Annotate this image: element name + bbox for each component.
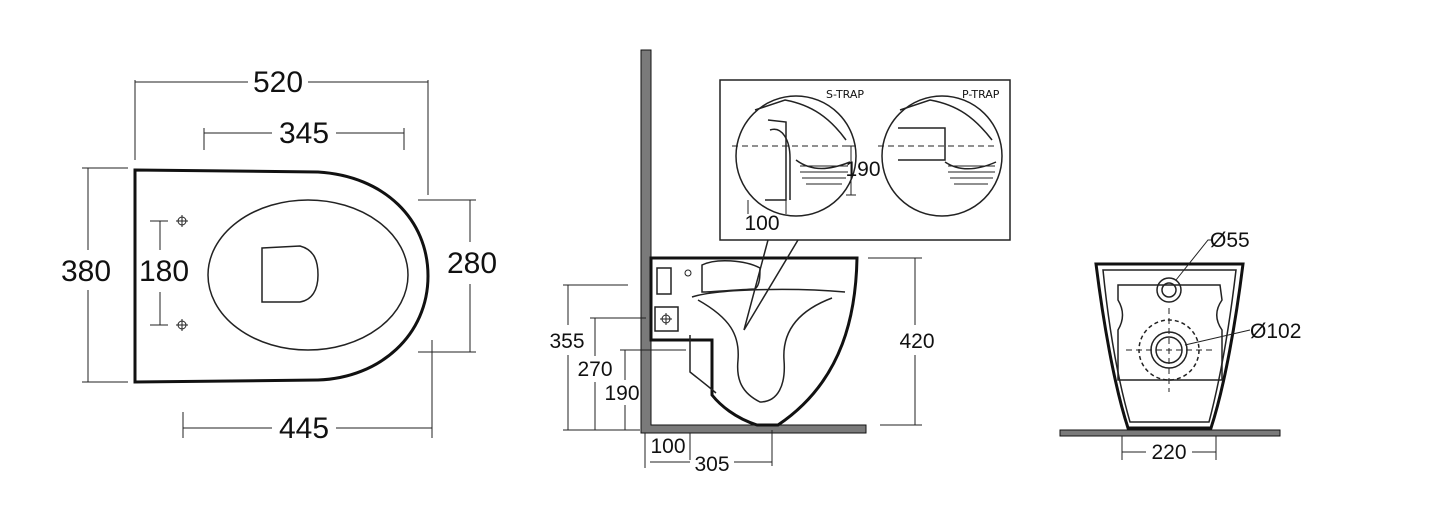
side-view: S-TRAP P-TRAP 190 100 355	[549, 49, 1011, 476]
trap-detail-box	[719, 79, 1011, 241]
wall	[640, 49, 867, 434]
rear-view-inner	[1102, 269, 1237, 423]
dim-d102: Ø102	[1250, 320, 1301, 343]
s-trap-circle	[735, 95, 857, 217]
leader-d102	[1184, 329, 1251, 346]
fixing-point-icon	[684, 269, 692, 277]
flush-valve	[654, 306, 679, 332]
rear-view-body	[1094, 262, 1245, 430]
inlet-hole-icon	[1156, 277, 1182, 303]
leader-d55	[1175, 239, 1212, 281]
dim-445: 445	[279, 412, 329, 445]
inlet-connector	[656, 267, 672, 295]
dim-420: 420	[899, 330, 934, 353]
dim-line-180	[150, 220, 168, 326]
side-view-bowl	[701, 260, 761, 293]
dim-190: 190	[604, 382, 639, 405]
dim-d55: Ø55	[1210, 229, 1250, 252]
top-view-bowl	[207, 199, 409, 351]
dim-line-380	[82, 167, 128, 383]
side-view-trapway	[697, 297, 833, 403]
p-trap-circle	[881, 95, 1003, 217]
fixing-hole-icon	[176, 215, 188, 227]
side-view-rim	[691, 288, 846, 298]
callout-pointer	[743, 239, 799, 331]
dim-280: 280	[447, 247, 497, 280]
dim-220: 220	[1151, 441, 1186, 464]
dim-line-280	[418, 199, 476, 353]
s-trap-label: S-TRAP	[826, 88, 864, 101]
dim-190-trap: 190	[845, 158, 880, 181]
fixing-hole-icon	[176, 319, 188, 331]
dim-line-345	[203, 128, 405, 150]
dim-380: 380	[61, 255, 111, 288]
dim-355: 355	[549, 330, 584, 353]
floor	[1059, 429, 1281, 437]
dim-270: 270	[577, 358, 612, 381]
p-trap-label: P-TRAP	[962, 88, 1000, 101]
dim-520: 520	[253, 66, 303, 99]
dim-line-520	[134, 80, 429, 195]
dim-100: 100	[650, 435, 685, 458]
dim-305: 305	[694, 453, 729, 476]
rear-view: Ø55 Ø102 220	[1059, 229, 1301, 464]
dim-180: 180	[139, 255, 189, 288]
top-view-drain	[261, 245, 319, 303]
dim-345: 345	[279, 117, 329, 150]
side-view-outlet	[689, 335, 717, 394]
dim-line-445	[182, 340, 433, 438]
side-view-body	[649, 256, 859, 427]
dim-100-trap: 100	[744, 212, 779, 235]
top-view: 520 345 380 180	[61, 66, 497, 445]
top-view-outline	[133, 168, 430, 384]
